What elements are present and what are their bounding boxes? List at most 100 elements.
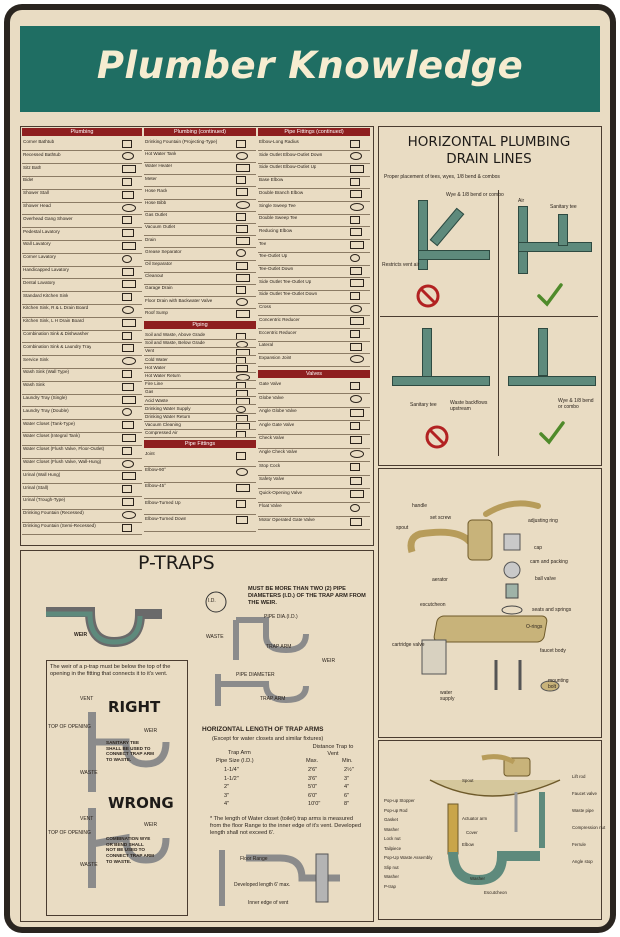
table-row: Combination Sink & Laundry Tray xyxy=(23,343,92,349)
symbols-panel xyxy=(20,126,374,546)
table-row: Floor Drain with Backwater Valve xyxy=(145,297,213,303)
table-row-divider xyxy=(144,498,256,500)
faucet-part-label: water supply xyxy=(440,690,455,702)
table-row-divider xyxy=(258,302,370,304)
table-row-divider xyxy=(22,483,142,485)
table-row-divider xyxy=(144,379,256,381)
table-row: Elbow-Turned Up xyxy=(145,499,181,505)
sink-part-label: Waste pipe xyxy=(572,808,594,813)
fixture-symbol-icon xyxy=(350,342,362,351)
fixture-symbol-icon xyxy=(122,280,136,289)
table-row-divider xyxy=(258,447,370,449)
pipe-horizontal-a xyxy=(418,250,490,260)
ptraps-note-top: MUST BE MORE THAN TWO (2) PIPE DIAMETERS… xyxy=(248,586,366,606)
wrong-waste: WASTE xyxy=(80,862,98,868)
fixture-symbol-icon xyxy=(122,216,132,225)
table-row-divider xyxy=(22,252,142,254)
table-row: Elbow-45° xyxy=(145,483,166,489)
trap-arms-max: Max. xyxy=(306,758,319,764)
faucet-part-label: faucet body xyxy=(540,648,566,654)
fixture-symbol-icon xyxy=(236,237,250,246)
fixture-symbol-icon xyxy=(122,331,132,340)
wrong-diagram xyxy=(88,808,170,888)
table-row: Angle Globe Valve xyxy=(259,408,297,414)
fixture-symbol-icon xyxy=(350,503,360,512)
table-row: Handicapped Lavatory xyxy=(23,267,69,272)
table-row-divider xyxy=(22,342,142,344)
trap-arm-cell: 10'0" xyxy=(308,801,321,807)
fixture-symbol-icon xyxy=(236,249,246,258)
table-row: Globe Valve xyxy=(259,394,284,400)
table-row-divider xyxy=(258,406,370,408)
table-row-divider xyxy=(144,296,256,298)
table-row: Oil Separator xyxy=(145,261,173,266)
fixture-symbol-icon xyxy=(350,330,360,338)
horizontal-drain-panel xyxy=(378,126,602,466)
faucet-part-label: adjusting ring xyxy=(528,518,558,524)
table-row: Kitchen Sink, L H Drain Board xyxy=(23,318,84,324)
table-row-divider xyxy=(258,226,370,228)
table-row-divider xyxy=(144,420,256,422)
check-icon-bottom xyxy=(539,421,565,445)
sink-part-label: Angle stop xyxy=(572,859,593,864)
table-row-divider xyxy=(144,465,256,467)
fixture-symbol-icon xyxy=(122,267,134,276)
table-row-divider xyxy=(258,353,370,355)
fixture-symbol-icon xyxy=(122,344,134,353)
sink-part-label: Cover xyxy=(466,830,478,835)
table-row: Gate Valve xyxy=(259,381,282,386)
table-row-divider xyxy=(22,444,142,446)
table-row: Tee xyxy=(259,240,267,246)
table-row: Overhead Gang Shower xyxy=(23,215,73,221)
trap-arms-col1b: Pipe Size (I.D.) xyxy=(216,758,254,764)
fixture-symbol-icon xyxy=(122,190,134,199)
table-row: Hot Water xyxy=(145,364,166,370)
label-pipe-dia: PIPE DIA.(I.D.) xyxy=(264,614,298,620)
table-row-divider xyxy=(22,367,142,369)
table-row-divider xyxy=(22,278,142,280)
label-inner-edge: Inner edge of vent xyxy=(248,900,289,906)
table-header-pipe-fittings-cont: Pipe Fittings (continued) xyxy=(258,128,370,136)
table-row-divider xyxy=(144,186,256,188)
table-row: Hot Water Tank xyxy=(145,151,177,157)
table-row-divider xyxy=(22,265,142,267)
table-row-divider xyxy=(144,161,256,163)
table-row: Corner Lavatory xyxy=(23,254,56,260)
fixture-symbol-icon xyxy=(236,188,248,197)
trap-arm-cell: 2'6" xyxy=(308,767,318,773)
table-row-divider xyxy=(258,289,370,291)
fixture-symbol-icon xyxy=(350,381,360,390)
trap-arm-cell: 4" xyxy=(224,801,230,807)
table-row-divider xyxy=(144,412,256,414)
pipe-horizontal-b xyxy=(518,242,592,252)
table-row-divider xyxy=(258,188,370,190)
table-row: Drinking Water Return xyxy=(145,414,191,419)
table-row-divider xyxy=(258,239,370,241)
table-row-divider xyxy=(22,508,142,510)
table-row-divider xyxy=(22,163,142,165)
table-row: Laundry Tray (Double) xyxy=(23,407,69,413)
fixture-symbol-icon xyxy=(122,408,132,417)
page-title: Plumber Knowledge xyxy=(96,44,524,87)
trap-arms-col1a: Trap Arm xyxy=(228,750,251,756)
fixture-symbol-icon xyxy=(350,490,364,499)
fixture-symbol-icon xyxy=(236,483,250,492)
trap-arm-cell: 5'0" xyxy=(308,784,318,790)
right-weir: WEIR xyxy=(144,728,158,734)
table-row: Drinking Water Supply xyxy=(145,405,191,411)
table-row-divider xyxy=(22,239,142,241)
sink-part-label: Washer xyxy=(384,826,399,832)
no-icon-bottom xyxy=(425,425,449,449)
wrong-label: WRONG xyxy=(108,794,174,812)
horizontal-divider-v xyxy=(498,190,499,456)
wrong-top-of-opening: TOP OF OPENING xyxy=(48,830,91,836)
table-row-divider xyxy=(22,406,142,408)
trap-arms-title: HORIZONTAL LENGTH OF TRAP ARMS xyxy=(202,726,324,733)
ptraps-note-wc: * The length of Water closet (toilet) tr… xyxy=(210,816,361,836)
trap-arm-cell: 1-1/2" xyxy=(224,775,239,782)
table-row-divider xyxy=(144,437,256,439)
table-row-divider xyxy=(22,291,142,293)
trap-arm-cell: 1-1/4" xyxy=(224,767,239,773)
fixture-symbol-icon xyxy=(350,279,364,288)
faucet-part-label: O-rings xyxy=(526,624,543,630)
